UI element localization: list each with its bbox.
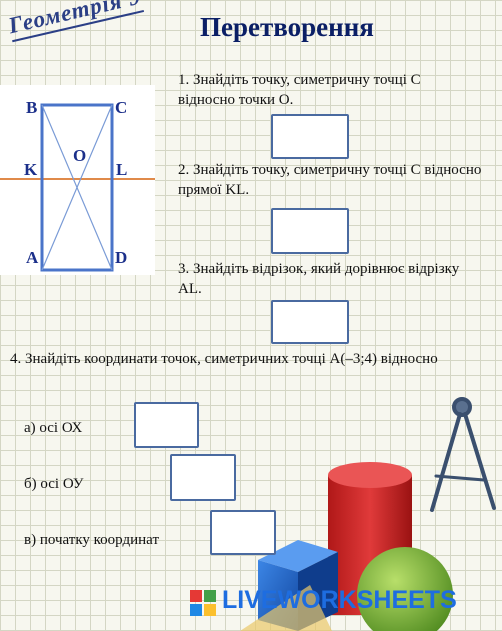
answer-box-1[interactable] (271, 114, 349, 159)
answer-box-2[interactable] (271, 208, 349, 254)
question-4b-label: б) осі ОУ (24, 476, 84, 492)
label-c: C (115, 98, 127, 117)
sphere-icon (357, 547, 453, 631)
answer-box-4b[interactable] (170, 454, 236, 501)
label-a: A (26, 248, 39, 267)
question-3: 3. Знайдіть відрізок, який дорівнює відр… (178, 261, 460, 297)
answer-box-3[interactable] (271, 300, 349, 344)
label-d: D (115, 248, 127, 267)
question-4a-label: а) осі ОХ (24, 420, 83, 436)
label-k: K (24, 160, 38, 179)
page-title: Перетворення (200, 12, 374, 42)
subject-label: Геометрія 9 (6, 0, 145, 43)
brand-part-live: LIVE (222, 586, 278, 614)
diagonal-ac (41, 104, 113, 271)
brand-part-worksheets: WORKSHEETS (277, 586, 457, 614)
liveworksheets-logo-icon (190, 590, 216, 616)
rectangle-figure: B C K O L A D (0, 85, 155, 275)
compass-icon (430, 397, 496, 512)
question-4c-label: в) початку координат (24, 532, 159, 548)
ruler-icon (240, 585, 332, 631)
label-o: O (73, 146, 86, 165)
question-2: 2. Знайдіть точку, симетричну точці С ві… (178, 162, 482, 198)
answer-box-4c[interactable] (210, 510, 276, 555)
question-1: 1. Знайдіть точку, симетричну точці С ві… (178, 72, 421, 108)
rectangle-abcd (40, 103, 114, 272)
decor-shapes (240, 397, 496, 631)
liveworksheets-brand[interactable]: LIVEWORKSHEETS (222, 586, 457, 615)
answer-box-4a[interactable] (134, 402, 199, 448)
label-b: B (26, 98, 37, 117)
label-l: L (116, 160, 127, 179)
question-4: 4. Знайдіть координати точок, симетрични… (10, 351, 438, 367)
